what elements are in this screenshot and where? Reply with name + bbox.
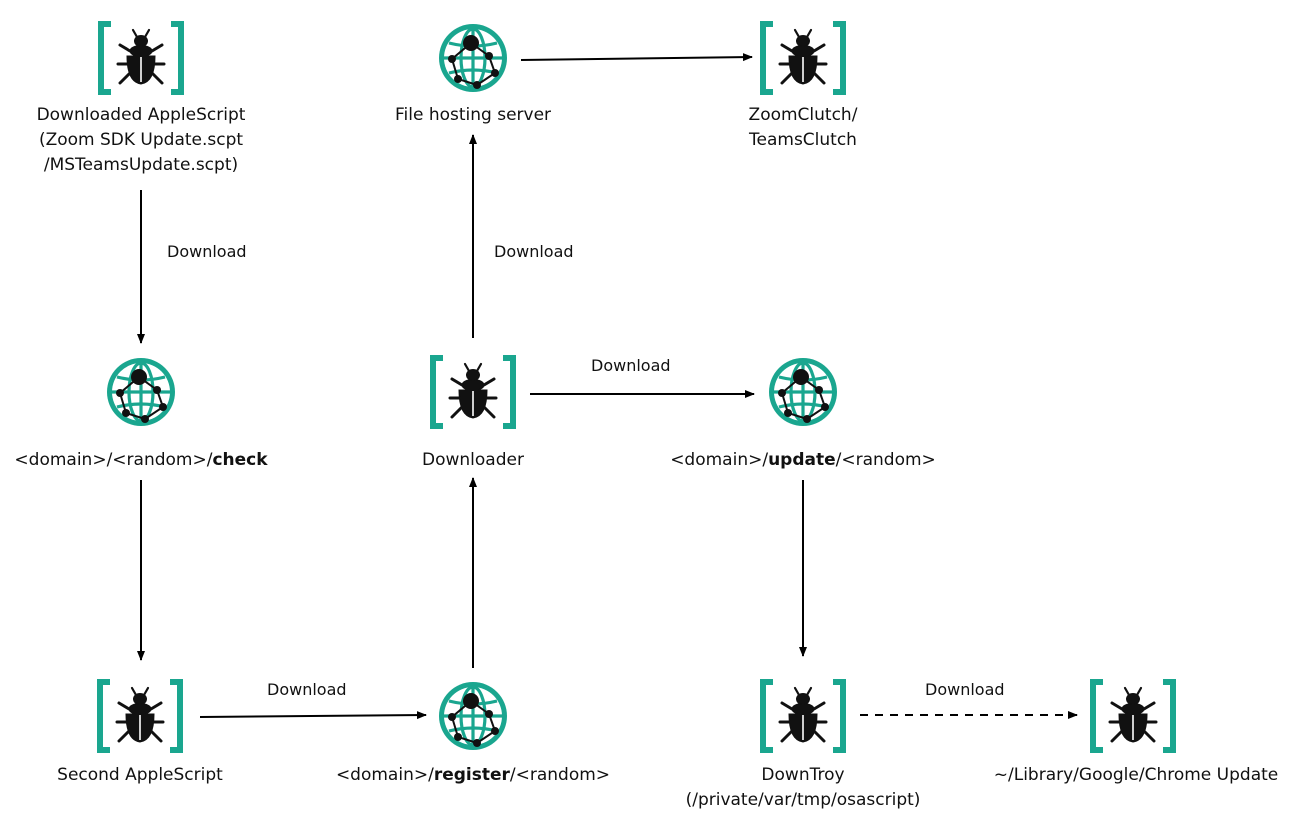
malware-bug-icon-downloader (433, 358, 513, 426)
edge-label-e9: Download (925, 680, 1005, 699)
node-label-chrome-update: ~/Library/Google/Chrome Update (993, 765, 1279, 785)
node-label-update-url: <domain>/update/<random> (670, 450, 936, 470)
node-label-zoomclutch: ZoomClutch/ TeamsClutch (748, 105, 858, 150)
node-label-check-url: <domain>/<random>/check (14, 450, 268, 470)
node-label-second-applescript: Second AppleScript (57, 765, 223, 785)
node-label-file-hosting-server: File hosting server (394, 105, 552, 125)
malware-bug-icon-second-applescript (100, 682, 180, 750)
edge-label-e5: Download (494, 242, 574, 261)
node-label-register-url: <domain>/register/<random> (335, 765, 611, 785)
edge-label-e3: Download (267, 680, 347, 699)
malware-bug-icon-downloaded-applescript (101, 24, 181, 92)
node-label-downtroy: DownTroy (/private/var/tmp/osascript) (685, 765, 921, 810)
edge-label-e1: Download (167, 242, 247, 261)
malware-bug-icon-downtroy (763, 682, 843, 750)
edge-arrow-file-hosting-server-to-zoomclutch (520, 53, 753, 62)
network-globe-icon-register-url (437, 680, 509, 752)
network-globe-icon-update-url (767, 356, 839, 428)
edge-arrow-second-applescript-to-register-url (199, 711, 427, 720)
network-globe-icon-file-hosting-server (437, 22, 509, 94)
node-label-downloader: Downloader (422, 450, 524, 470)
node-label-downloaded-applescript: Downloaded AppleScript (Zoom SDK Update.… (36, 105, 246, 175)
network-globe-icon-check-url (105, 356, 177, 428)
malware-bug-icon-zoomclutch (763, 24, 843, 92)
edge-label-e7: Download (591, 356, 671, 375)
malware-bug-icon-chrome-update (1093, 682, 1173, 750)
